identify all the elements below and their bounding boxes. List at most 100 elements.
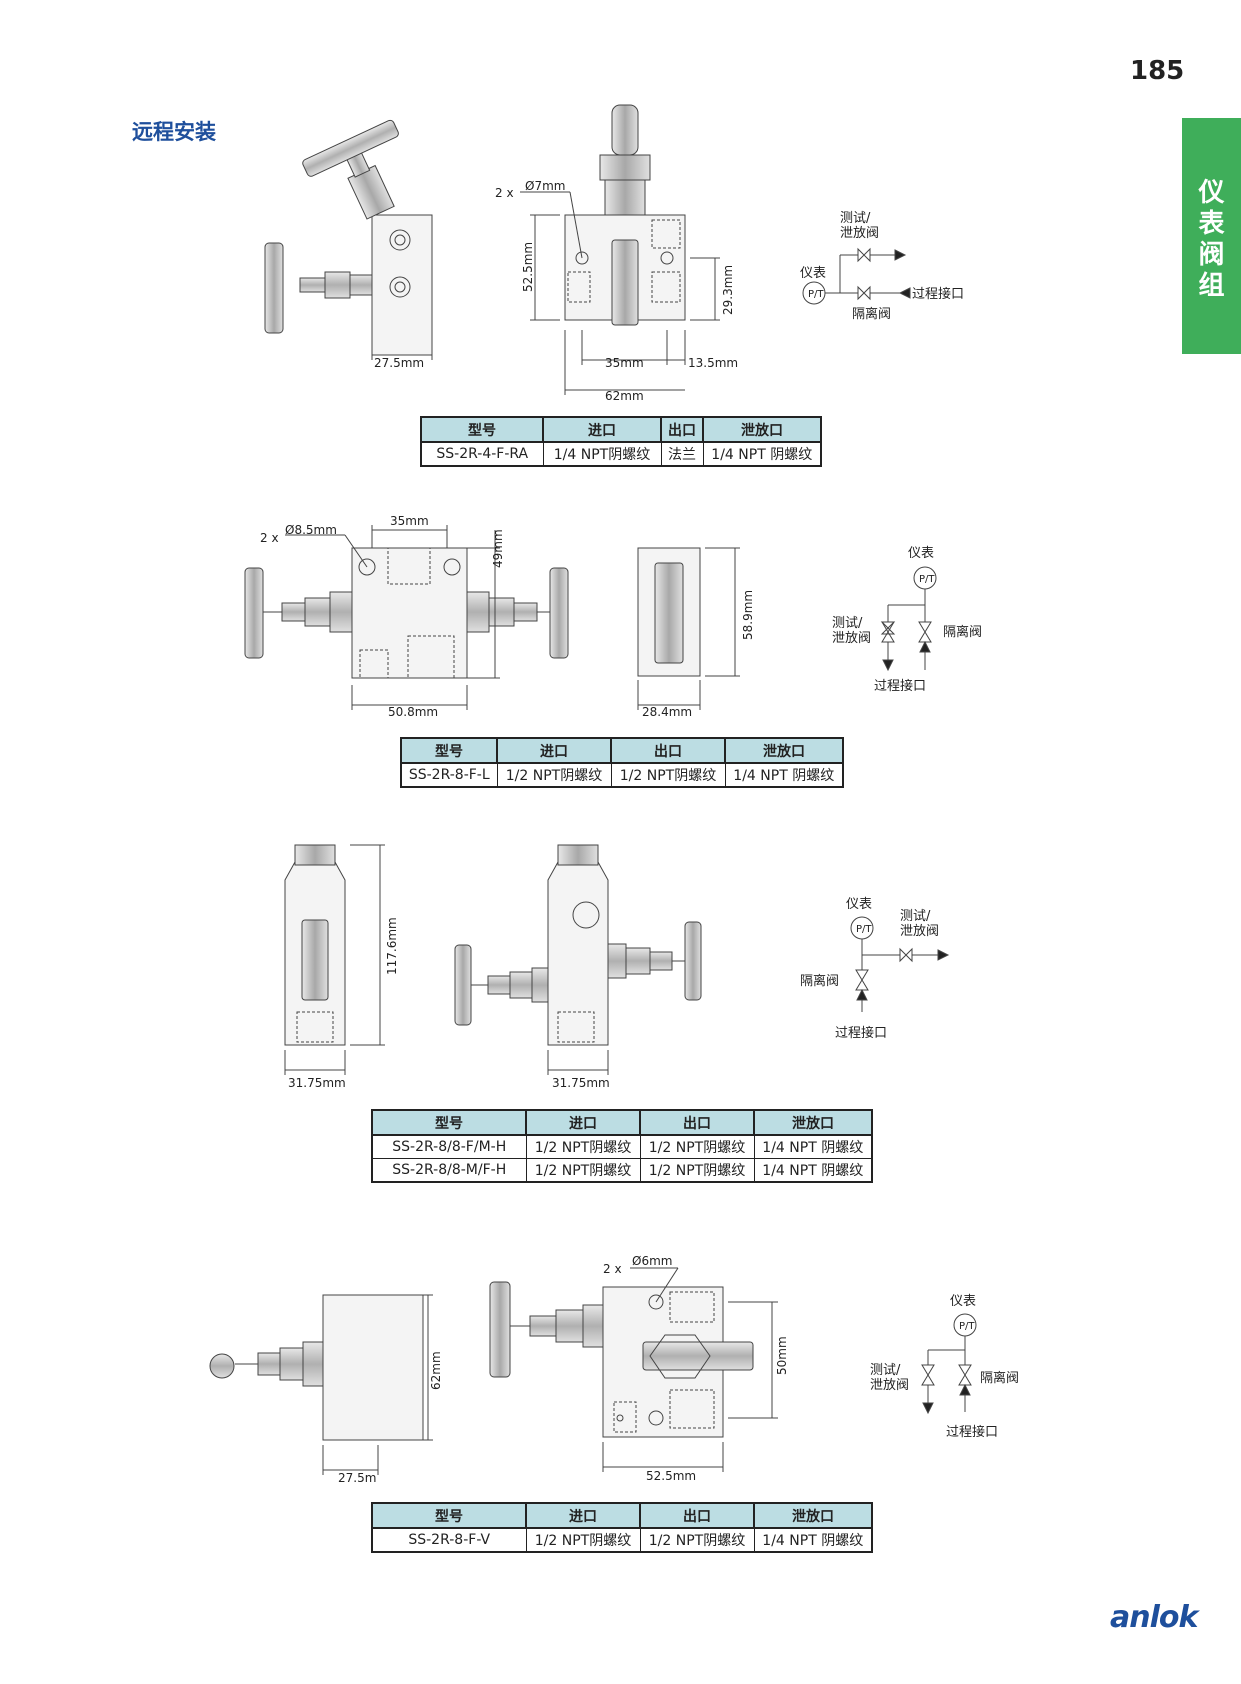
col-header: 型号 [371,1109,527,1136]
dim-height: 49mm [491,529,505,568]
figure-1-schematic [802,247,911,305]
figure-2-front-view [244,525,569,710]
col-header: 进口 [496,737,612,764]
side-tab-char: 组 [1198,271,1225,301]
gauge-symbol-text: P/T [919,574,935,585]
label-isolation: 隔离阀 [852,306,891,322]
label-process: 过程接口 [874,678,926,694]
col-header: 泄放口 [753,1109,873,1136]
col-header: 出口 [660,416,704,443]
cell: 1/2 NPT阴螺纹 [639,1158,755,1183]
col-header: 泄放口 [753,1502,873,1529]
col-header: 进口 [542,416,662,443]
label-test-vent: 测试/ [900,909,931,924]
cell: 1/2 NPT阴螺纹 [496,762,612,788]
page-number: 185 [1130,56,1185,86]
dim-hole: Ø8.5mm [285,523,337,537]
col-header: 出口 [639,1109,755,1136]
cell: 1/2 NPT阴螺纹 [525,1527,641,1553]
gauge-symbol-text: P/T [959,1321,975,1332]
gauge-symbol-text: P/T [856,924,872,935]
dim-height: 117.6mm [385,917,399,975]
dim-width-1: 27.5mm [374,356,424,370]
dim-2x: 2 x [603,1262,622,1276]
col-header: 型号 [400,737,498,764]
figure-4-front-view [489,1267,778,1472]
figure-1-front-view [520,104,720,395]
dim-2x: 2 x [495,186,514,200]
cell: 1/2 NPT阴螺纹 [639,1134,755,1159]
col-header: 型号 [420,416,544,443]
col-header: 进口 [525,1502,641,1529]
dim-height: 62mm [429,1351,443,1390]
figure-4-schematic [921,1313,977,1415]
dim-width-2: 52.5mm [646,1469,696,1483]
col-header: 泄放口 [702,416,822,443]
dim-height: 52.5mm [521,242,535,292]
label-isolation: 隔离阀 [943,624,982,640]
cell: 1/4 NPT 阴螺纹 [753,1134,873,1159]
side-tab-char: 表 [1198,209,1225,239]
figure-2-schematic [880,566,937,672]
label-test-vent: 泄放阀 [840,226,879,241]
col-header: 泄放口 [724,737,844,764]
label-process: 过程接口 [946,1424,998,1440]
label-gauge: 仪表 [846,897,872,912]
label-process: 过程接口 [835,1025,887,1041]
cell: 1/4 NPT 阴螺纹 [753,1158,873,1183]
label-test-vent: 泄放阀 [900,924,939,939]
label-process: 过程接口 [912,286,964,302]
cell: 1/2 NPT阴螺纹 [525,1134,641,1159]
cell: 1/2 NPT阴螺纹 [639,1527,755,1553]
gauge-symbol-text: P/T [808,289,824,300]
dim-width-3: 13.5mm [688,356,738,370]
cell: 1/2 NPT阴螺纹 [610,762,726,788]
cell: SS-2R-8-F-L [400,762,498,788]
cell: 1/4 NPT阴螺纹 [542,441,662,467]
cell: 法兰 [660,441,704,467]
label-test-vent: 泄放阀 [832,631,871,646]
cell: 1/4 NPT 阴螺纹 [724,762,844,788]
dim-2x: 2 x [260,531,279,545]
figure-2-side-view [637,547,740,710]
col-header: 出口 [610,737,726,764]
dim-height-2: 29.3mm [721,265,735,315]
col-header: 型号 [371,1502,527,1529]
cell: 1/2 NPT阴螺纹 [525,1158,641,1183]
dim-height-2: 58.9mm [741,590,755,640]
col-header: 进口 [525,1109,641,1136]
side-tab-char: 仪 [1198,178,1225,208]
label-test-vent: 测试/ [840,211,871,226]
side-tab: 仪 表 阀 组 [1182,118,1241,354]
label-gauge: 仪表 [908,546,934,561]
figure-4-side-view [209,1294,433,1475]
label-isolation: 隔离阀 [800,973,839,989]
dim-hole: Ø7mm [525,179,565,193]
figure-3-side-view [284,844,385,1075]
label-test-vent: 测试/ [870,1363,901,1378]
dim-width-4: 62mm [605,389,644,403]
dim-top: 35mm [390,514,429,528]
brand-logo: anlok [1110,1600,1198,1635]
cell: 1/4 NPT 阴螺纹 [702,441,822,467]
cell: SS-2R-8/8-F/M-H [371,1134,527,1159]
cell: SS-2R-4-F-RA [420,441,544,467]
dim-width-1: 50.8mm [388,705,438,719]
dim-width-1: 27.5m [338,1471,376,1485]
label-test-vent: 泄放阀 [870,1378,909,1393]
label-test-vent: 测试/ [832,616,863,631]
figure-3-front-view [454,844,702,1075]
cell: SS-2R-8/8-M/F-H [371,1158,527,1183]
side-tab-char: 阀 [1198,240,1225,270]
col-header: 出口 [639,1502,755,1529]
dim-width-1: 31.75mm [288,1076,346,1090]
